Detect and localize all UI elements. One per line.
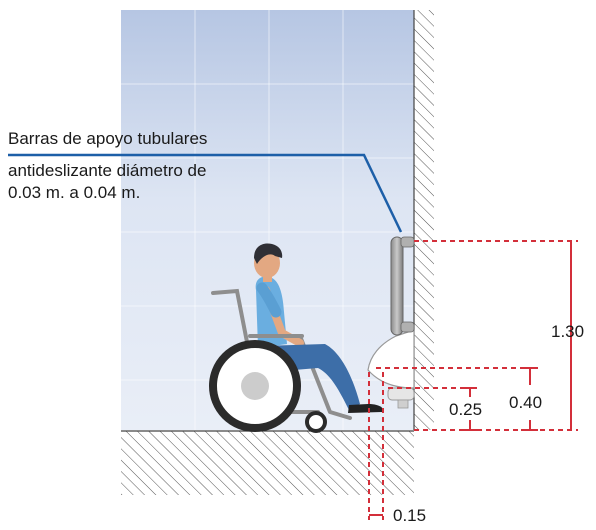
dimension-label-urinal-base-height: 0.25 <box>449 400 483 419</box>
dimension-urinal-rim-height <box>376 367 538 431</box>
tile-grid <box>121 10 414 430</box>
dimension-projection <box>368 372 384 520</box>
side-wall-hatch <box>414 10 434 430</box>
grab-bar <box>390 236 415 336</box>
annotation-leader-line <box>8 153 403 233</box>
dimension-label-bar-height: 1.30 <box>551 322 585 341</box>
dimension-bar-height <box>414 240 578 431</box>
urinal <box>367 329 415 409</box>
dimension-label-projection: 0.15 <box>393 506 427 525</box>
dimension-urinal-base-height <box>388 387 477 431</box>
annotation-line-1: Barras de apoyo tubulares <box>8 129 208 148</box>
dimension-label-urinal-rim-height: 0.40 <box>509 393 543 412</box>
floor-hatch <box>121 431 414 495</box>
wheelchair-user <box>209 243 384 433</box>
annotation-line-2: antideslizante diámetro de <box>8 161 207 180</box>
annotation-line-3: 0.03 m. a 0.04 m. <box>8 183 141 202</box>
